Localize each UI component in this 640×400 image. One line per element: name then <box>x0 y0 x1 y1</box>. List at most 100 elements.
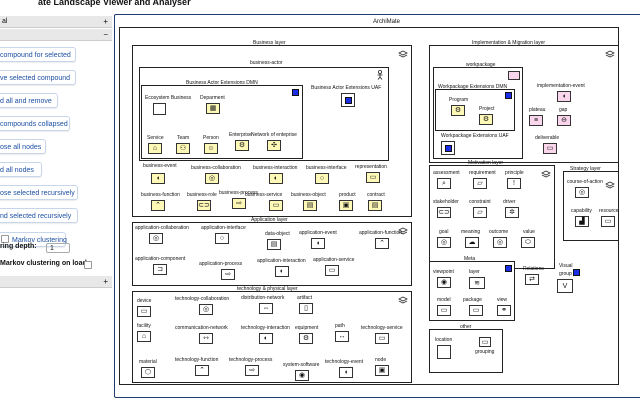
technology-interaction-node[interactable]: ◐ <box>259 333 273 344</box>
ecosystem-business-node[interactable] <box>153 103 166 115</box>
project-node[interactable]: ⚙ <box>479 114 493 125</box>
markov-on-load-checkbox[interactable] <box>84 261 92 269</box>
node-node[interactable]: ▣ <box>375 365 389 376</box>
location-node[interactable] <box>437 345 451 359</box>
workpackage-uaf-node[interactable] <box>441 141 455 155</box>
communication-network-node[interactable]: ⇿ <box>199 333 213 344</box>
application-interface-node[interactable]: ○ <box>215 233 229 244</box>
stakeholder-node[interactable]: ⊂⊃ <box>437 207 451 218</box>
layer-stack-icon[interactable] <box>605 180 615 190</box>
visual-group-node[interactable]: V <box>557 279 573 293</box>
collapse-all-nodes-button[interactable]: ose all nodes <box>0 139 46 154</box>
sidebar-header-3[interactable]: + <box>0 276 112 288</box>
plateau-node[interactable]: ≡ <box>529 115 543 126</box>
artifact-node[interactable]: ▯ <box>299 303 313 314</box>
application-interaction-node[interactable]: ◐ <box>275 266 289 277</box>
layer-stack-icon[interactable] <box>398 295 408 305</box>
remove-selected-compound-button[interactable]: ve selected compound <box>0 70 76 85</box>
program-node[interactable]: ⚙ <box>451 105 465 116</box>
collapse-selected-recursively-button[interactable]: ose selected recursively <box>0 185 78 200</box>
application-layer[interactable]: Application layer <box>132 217 412 286</box>
compounds-collapsed-button[interactable]: compounds collapsed <box>0 116 70 131</box>
application-process-node[interactable]: ⇨ <box>221 269 235 280</box>
requirement-node[interactable]: ▱ <box>473 178 487 189</box>
package-node[interactable]: ▭ <box>469 305 483 316</box>
contract-node[interactable]: ▤ <box>368 200 382 211</box>
business-process-node[interactable]: ⇨ <box>232 198 246 209</box>
business-collaboration-node[interactable]: ◎ <box>205 173 219 184</box>
device-node[interactable]: ▭ <box>137 306 151 317</box>
equipment-node[interactable]: ⚙ <box>299 333 313 344</box>
outcome-node[interactable]: ◎ <box>493 237 507 248</box>
facility-node[interactable]: ⌂ <box>137 331 151 342</box>
layer-node[interactable]: ≋ <box>469 277 485 289</box>
technology-service-node[interactable]: ▭ <box>375 333 389 344</box>
business-interface-node[interactable]: ○ <box>315 173 329 184</box>
expand-icon-2[interactable]: + <box>103 277 108 286</box>
expand-all-remove-button[interactable]: d all and remove <box>0 93 58 108</box>
model-node[interactable]: ▭ <box>437 305 451 316</box>
capability-node[interactable]: ▟ <box>575 216 589 227</box>
implementation-event-node[interactable]: ◖ <box>557 91 571 102</box>
markov-checkbox[interactable] <box>1 235 9 243</box>
application-component-node[interactable]: ⊐ <box>153 264 167 275</box>
application-event-node[interactable]: ◖ <box>311 238 325 249</box>
technology-function-node[interactable]: ⌃ <box>195 365 209 376</box>
enterprise-node[interactable]: ⚙ <box>235 140 249 151</box>
course-of-action-node[interactable]: ◎ <box>575 187 589 198</box>
technology-process-node[interactable]: ⇨ <box>245 365 259 376</box>
constraint-node[interactable]: ▱ <box>473 207 487 218</box>
viewpoint-node[interactable]: ◉ <box>437 277 451 288</box>
layer-stack-icon[interactable] <box>398 49 408 59</box>
sidebar-header-1[interactable]: al + <box>0 16 112 28</box>
service-node[interactable]: ⌂ <box>148 143 162 154</box>
relations-node[interactable]: ⇄ <box>525 274 539 285</box>
meaning-node[interactable]: ☁ <box>465 237 479 248</box>
goal-node[interactable]: ◎ <box>437 237 451 248</box>
driver-node[interactable]: ✲ <box>505 207 519 218</box>
distribution-network-node[interactable]: ⇔ <box>259 303 273 314</box>
person-node[interactable]: ☺ <box>204 143 218 154</box>
application-service-node[interactable]: ▭ <box>325 265 339 276</box>
gap-node[interactable]: ⊖ <box>557 115 571 126</box>
uaf-node[interactable] <box>341 93 355 107</box>
view-node[interactable]: ⚭ <box>497 305 511 316</box>
sidebar-header-2[interactable]: − <box>0 29 112 41</box>
system-software-node[interactable]: ◉ <box>295 370 309 381</box>
team-node[interactable]: ⚇ <box>176 143 190 154</box>
expand-all-nodes-button[interactable]: d all nodes <box>0 162 42 177</box>
technology-event-node[interactable]: ◖ <box>339 367 353 378</box>
collapse-icon[interactable]: − <box>103 30 108 39</box>
business-object-node[interactable]: ▤ <box>303 200 317 211</box>
expand-icon[interactable]: + <box>103 17 108 26</box>
business-interaction-node[interactable]: ◐ <box>269 173 283 184</box>
network-of-enterprise-node[interactable]: ✣ <box>267 140 281 151</box>
resource-node[interactable]: ▭ <box>601 216 615 227</box>
archimate-canvas[interactable]: ArchiMate Business layer business-actor … <box>114 14 640 398</box>
deliverable-node[interactable]: ▭ <box>543 143 557 154</box>
layer-stack-icon[interactable] <box>541 169 551 179</box>
clustering-depth-input[interactable]: 1 <box>46 243 70 253</box>
strategy-layer[interactable]: Strategy layer <box>563 166 619 241</box>
layer-stack-icon[interactable] <box>605 49 615 59</box>
workpackage-dmn-box[interactable]: Workpackage Extensions DMN <box>435 84 515 131</box>
data-object-node[interactable]: ▤ <box>267 239 281 250</box>
business-service-node[interactable]: ▭ <box>269 200 283 211</box>
material-node[interactable]: ⬡ <box>141 367 155 378</box>
expand-selected-recursively-button[interactable]: nd selected recursively <box>0 208 78 223</box>
representation-node[interactable]: ▭ <box>366 172 380 183</box>
application-collaboration-node[interactable]: ◎ <box>149 233 163 244</box>
value-node[interactable]: ⬭ <box>521 237 535 248</box>
department-node[interactable]: ▦ <box>206 103 220 114</box>
business-function-node[interactable]: ⌃ <box>151 200 165 211</box>
business-event-node[interactable]: ◖ <box>151 173 165 184</box>
grouping-node[interactable]: ▭ <box>479 337 491 347</box>
create-compound-button[interactable]: compound for selected <box>0 47 76 62</box>
business-role-node[interactable]: ⊂⊃ <box>197 200 211 211</box>
application-function-node[interactable]: ⌃ <box>375 238 389 249</box>
product-node[interactable]: ▣ <box>339 200 353 211</box>
path-node[interactable]: ↔ <box>335 331 349 342</box>
technology-collaboration-node[interactable]: ◎ <box>199 304 213 315</box>
layer-stack-icon[interactable] <box>398 226 408 236</box>
principle-node[interactable]: ! <box>507 178 521 189</box>
